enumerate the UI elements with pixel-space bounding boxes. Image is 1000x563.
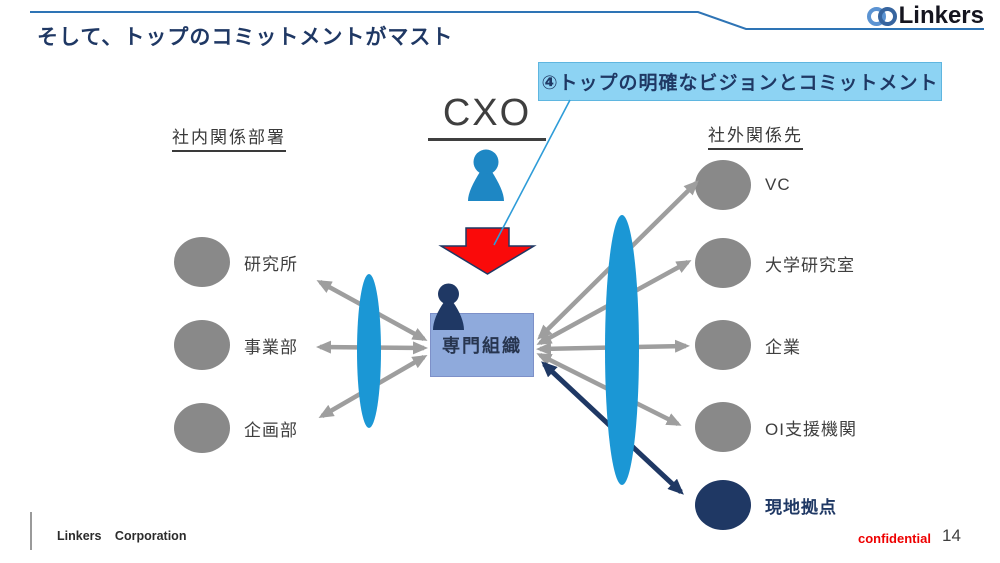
- node-circle: [695, 320, 751, 370]
- footer-divider: [30, 512, 32, 550]
- arrow-planning-div: [318, 354, 428, 419]
- list-item: 現地拠点: [695, 480, 837, 530]
- arrow-company: [536, 339, 690, 356]
- node-label: 現地拠点: [765, 497, 837, 517]
- node-circle-navy: [695, 480, 751, 530]
- arrow-oi-support: [536, 352, 682, 427]
- node-circle: [695, 160, 751, 210]
- node-label: 大学研究室: [765, 255, 855, 275]
- internal-group-header: 社内関係部署: [172, 123, 286, 152]
- logo-text: Linkers: [898, 2, 984, 29]
- arrow-research-lab: [316, 280, 428, 341]
- node-circle: [174, 403, 230, 453]
- logo-ring-icon: [877, 6, 897, 26]
- footer-company: Linkers Corporation: [57, 529, 187, 543]
- node-circle: [174, 237, 230, 287]
- confidential-label: confidential: [858, 531, 931, 546]
- node-circle: [174, 320, 230, 370]
- node-label: 事業部: [244, 337, 298, 357]
- filter-lens-right: [605, 215, 639, 485]
- node-label: OI支援機関: [765, 419, 857, 439]
- arrow-local-base: [541, 361, 684, 495]
- list-item: 研究所: [174, 237, 298, 287]
- node-label: 企業: [765, 337, 801, 357]
- linkers-logo: Linkers: [866, 2, 984, 29]
- person-body: [468, 171, 504, 201]
- node-circle: [695, 238, 751, 288]
- filter-lens-left: [357, 274, 381, 428]
- list-item: 企画部: [174, 403, 298, 453]
- cxo-label: CXO: [428, 92, 546, 141]
- external-arrows: [536, 180, 699, 427]
- node-label: 企画部: [244, 420, 298, 440]
- arrow-university: [536, 260, 692, 345]
- arrow-business-div: [316, 340, 428, 355]
- red-down-arrow: [438, 227, 537, 275]
- list-item: 事業部: [174, 320, 298, 370]
- external-group-header: 社外関係先: [708, 121, 803, 150]
- node-label: 研究所: [244, 254, 298, 274]
- person-head: [473, 149, 499, 175]
- list-item: VC: [695, 160, 791, 210]
- list-item: OI支援機関: [695, 402, 857, 452]
- person-head: [438, 283, 459, 305]
- arrow-vc: [537, 180, 699, 340]
- internal-arrows: [316, 280, 428, 419]
- node-circle: [695, 402, 751, 452]
- node-label: VC: [765, 175, 791, 194]
- cxo-person-icon: [468, 149, 504, 201]
- specialist-org-box: 専門組織: [430, 313, 534, 377]
- list-item: 大学研究室: [695, 238, 855, 288]
- callout-box: ④トップの明確なビジョンとコミットメント: [538, 62, 942, 101]
- page-number: 14: [942, 526, 961, 545]
- list-item: 企業: [695, 320, 801, 370]
- page-title: そして、トップのコミットメントがマスト: [37, 26, 454, 49]
